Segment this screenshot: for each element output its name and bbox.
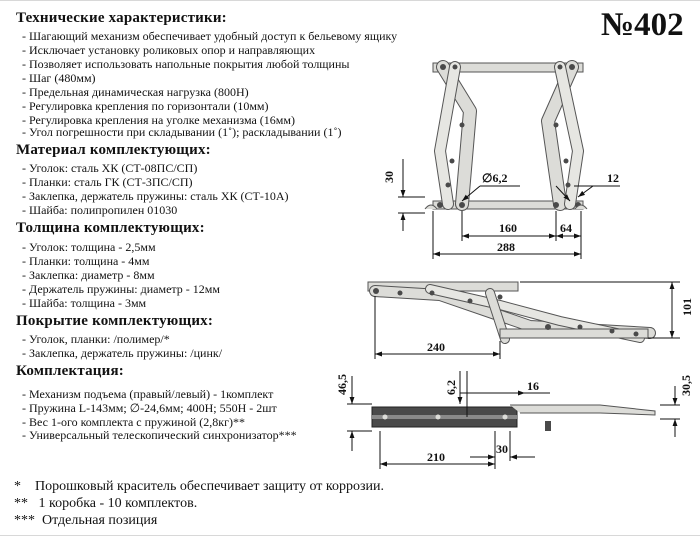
list-item: - Планки: толщина - 4мм bbox=[22, 254, 150, 268]
list-item: - Предельная динамическая нагрузка (800Н… bbox=[22, 85, 249, 99]
dim-30-5: 30,5 bbox=[679, 375, 693, 396]
dim-30: 30 bbox=[382, 171, 396, 183]
list-item: - Механизм подъема (правый/левый) - 1ком… bbox=[22, 387, 274, 401]
list-item: - Исключает установку роликовых опор и н… bbox=[22, 43, 316, 57]
dim-101: 101 bbox=[680, 298, 694, 316]
section-title-package: Комплектация: bbox=[16, 363, 124, 379]
dim-30-bottom: 30 bbox=[496, 442, 508, 456]
dim-6-2: 6,2 bbox=[444, 380, 458, 395]
list-item: - Шаг (480мм) bbox=[22, 71, 96, 85]
footnote-1: * Порошковый краситель обеспечивает защи… bbox=[14, 479, 384, 494]
list-item: - Держатель пружины: диаметр - 12мм bbox=[22, 282, 220, 296]
footnote-3: *** Отдельная позиция bbox=[14, 513, 158, 528]
list-item: - Заклепка: диаметр - 8мм bbox=[22, 268, 155, 282]
dim-160: 160 bbox=[499, 221, 517, 235]
section-title-material: Материал комплектующих: bbox=[16, 142, 211, 158]
dimension-lines-1 bbox=[398, 159, 620, 259]
list-item: - Уголок: толщина - 2,5мм bbox=[22, 240, 156, 254]
mechanism-folded-drawing bbox=[367, 281, 656, 344]
list-item: - Вес 1-ого комплекта с пружиной (2,8кг)… bbox=[22, 415, 246, 429]
list-item: - Шайба: полипропилен 01030 bbox=[22, 203, 178, 217]
top-bracket bbox=[432, 62, 584, 73]
list-item: - Заклепка, держатель пружины: сталь ХК … bbox=[22, 189, 289, 203]
dim-288: 288 bbox=[497, 240, 515, 254]
section-title-thickness: Толщина комплектующих: bbox=[16, 220, 205, 236]
mechanism-top-view-drawing bbox=[371, 404, 656, 431]
list-item: - Шагающий механизм обеспечивает удобный… bbox=[22, 29, 398, 43]
dim-12: 12 bbox=[607, 171, 619, 185]
dim-46-5: 46,5 bbox=[335, 374, 349, 395]
list-item: - Планки: сталь ГК (СТ-3ПС/СП) bbox=[22, 175, 193, 189]
dim-16: 16 bbox=[527, 379, 539, 393]
list-item: - Уголок: сталь ХК (СТ-08ПС/СП) bbox=[22, 161, 198, 175]
list-item: - Регулировка крепления по горизонтали (… bbox=[22, 99, 269, 113]
list-item: - Регулировка крепления на уголке механи… bbox=[22, 113, 295, 127]
dim-64: 64 bbox=[560, 221, 572, 235]
dimension-lines-3 bbox=[347, 371, 680, 469]
list-item: - Уголок, планки: /полимер/* bbox=[22, 332, 170, 346]
section-title-coating: Покрытие комплектующих: bbox=[16, 313, 214, 329]
list-item: - Позволяет использовать напольные покры… bbox=[22, 57, 350, 71]
dim-diameter-6-2: ∅6,2 bbox=[482, 171, 507, 185]
product-number: №402 bbox=[601, 7, 684, 43]
list-item: - Универсальный телескопический синхрони… bbox=[22, 428, 297, 442]
folded-bottom-bracket bbox=[499, 328, 649, 339]
footnote-2: ** 1 коробка - 10 комплектов. bbox=[14, 496, 198, 511]
list-item: - Пружина L-143мм; ∅-24,6мм; 400Н; 550Н … bbox=[22, 401, 277, 415]
list-item: - Шайба: толщина - 3мм bbox=[22, 296, 147, 310]
list-item: - Заклепка, держатель пружины: /цинк/ bbox=[22, 346, 223, 360]
rivets bbox=[437, 64, 581, 208]
dimension-lines-2 bbox=[374, 281, 680, 359]
section-title-specs: Технические характеристики: bbox=[16, 10, 227, 26]
list-item: - Угол погрешности при складывании (1˚);… bbox=[22, 125, 342, 139]
dim-240: 240 bbox=[427, 340, 445, 354]
mechanism-raised-drawing bbox=[424, 60, 588, 211]
dim-210: 210 bbox=[427, 450, 445, 464]
